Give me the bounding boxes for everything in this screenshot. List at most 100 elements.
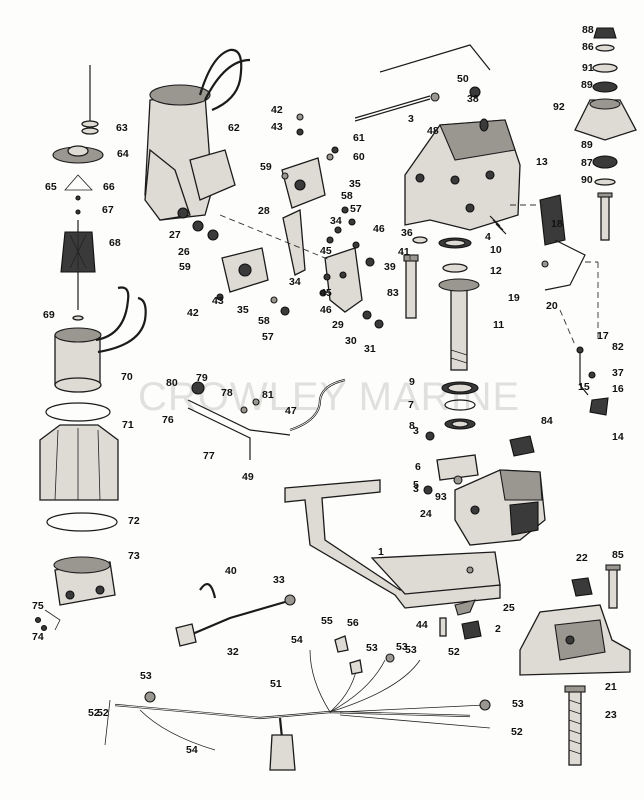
callout-45: 45 <box>320 245 332 257</box>
callout-20: 20 <box>546 300 558 312</box>
end-cap-64 <box>52 145 104 164</box>
rod-50 <box>379 44 491 98</box>
callout-51: 51 <box>270 678 282 690</box>
callout-69: 69 <box>43 309 55 321</box>
nut-84 <box>509 435 535 457</box>
callout-23: 23 <box>605 709 617 721</box>
callout-65: 65 <box>45 181 57 193</box>
callout-57: 57 <box>262 331 274 343</box>
seal-10-12 <box>438 237 472 273</box>
callout-52: 52 <box>97 707 109 719</box>
solenoid-59-lower <box>221 247 269 293</box>
callout-25: 25 <box>503 602 515 614</box>
callout-43: 43 <box>271 121 283 133</box>
callout-53: 53 <box>396 641 408 653</box>
callout-15: 15 <box>578 381 590 393</box>
callout-82: 82 <box>612 341 624 353</box>
callout-59: 59 <box>179 261 191 273</box>
callout-9: 9 <box>409 376 415 388</box>
spring-4 <box>489 215 507 235</box>
callout-62: 62 <box>228 122 240 134</box>
rod-48 <box>354 92 440 122</box>
callout-16: 16 <box>612 383 624 395</box>
callout-70: 70 <box>121 371 133 383</box>
bolt-90 <box>597 192 613 241</box>
tilt-motor-62 <box>144 48 251 221</box>
callout-86: 86 <box>582 41 594 53</box>
callout-10: 10 <box>490 244 502 256</box>
callout-90: 90 <box>581 174 593 186</box>
bolt-83 <box>403 254 419 319</box>
callout-29: 29 <box>332 319 344 331</box>
callout-53: 53 <box>405 644 417 656</box>
callout-59: 59 <box>260 161 272 173</box>
callout-34: 34 <box>330 215 342 227</box>
callout-93: 93 <box>435 491 447 503</box>
pump-73 <box>34 556 116 632</box>
callout-52: 52 <box>88 707 100 719</box>
callout-6: 6 <box>415 461 421 473</box>
callout-30: 30 <box>345 335 357 347</box>
bolt-23 <box>564 685 586 766</box>
callout-71: 71 <box>122 419 134 431</box>
callout-38: 38 <box>467 93 479 105</box>
callout-85: 85 <box>612 549 624 561</box>
callout-53: 53 <box>512 698 524 710</box>
callout-54: 54 <box>186 744 198 756</box>
callout-35: 35 <box>349 178 361 190</box>
armature-68 <box>60 220 96 310</box>
callout-46: 46 <box>320 304 332 316</box>
nut-88 <box>593 27 617 39</box>
callout-27: 27 <box>169 229 181 241</box>
callout-33: 33 <box>273 574 285 586</box>
motor-mount-21 <box>519 604 631 676</box>
callout-73: 73 <box>128 550 140 562</box>
callout-18: 18 <box>551 218 563 230</box>
callout-89: 89 <box>581 79 593 91</box>
callout-43: 43 <box>212 295 224 307</box>
washer-87 <box>594 178 616 186</box>
shift-lever-6 <box>423 431 479 495</box>
stringer-1 <box>284 479 501 609</box>
wiring-harness-51 <box>104 635 491 771</box>
steering-shaft-11 <box>438 278 480 371</box>
callout-22: 22 <box>576 552 588 564</box>
callout-34: 34 <box>289 276 301 288</box>
callout-74: 74 <box>32 631 44 643</box>
callout-31: 31 <box>364 343 376 355</box>
callout-50: 50 <box>457 73 469 85</box>
grommet-89b <box>592 155 618 169</box>
dashed-paths <box>219 204 599 346</box>
callout-57: 57 <box>350 203 362 215</box>
callout-78: 78 <box>221 387 233 399</box>
callout-5: 5 <box>413 479 419 491</box>
callout-8: 8 <box>409 420 415 432</box>
solenoid-bracket-59 <box>281 157 326 209</box>
callout-48: 48 <box>427 125 439 137</box>
reservoir-71 <box>39 424 119 501</box>
callout-77: 77 <box>203 450 215 462</box>
lead-41 <box>199 583 217 599</box>
wire-49-77 <box>187 381 291 460</box>
clamp-bracket-13 <box>404 118 521 231</box>
callout-72: 72 <box>128 515 140 527</box>
callout-46: 46 <box>373 223 385 235</box>
brush-set-65-66 <box>64 174 93 215</box>
callout-37: 37 <box>612 367 624 379</box>
callout-52: 52 <box>448 646 460 658</box>
callout-49: 49 <box>242 471 254 483</box>
callout-19: 19 <box>508 292 520 304</box>
callout-53: 53 <box>366 642 378 654</box>
callout-12: 12 <box>490 265 502 277</box>
callout-3: 3 <box>408 113 414 125</box>
callout-3: 3 <box>413 483 419 495</box>
callout-47: 47 <box>285 405 297 417</box>
bracket-18 <box>539 194 566 246</box>
o-ring-71 <box>45 402 111 422</box>
callout-41: 41 <box>398 246 410 258</box>
callout-24: 24 <box>420 508 432 520</box>
washer-91 <box>592 63 618 73</box>
callout-44: 44 <box>416 619 428 631</box>
